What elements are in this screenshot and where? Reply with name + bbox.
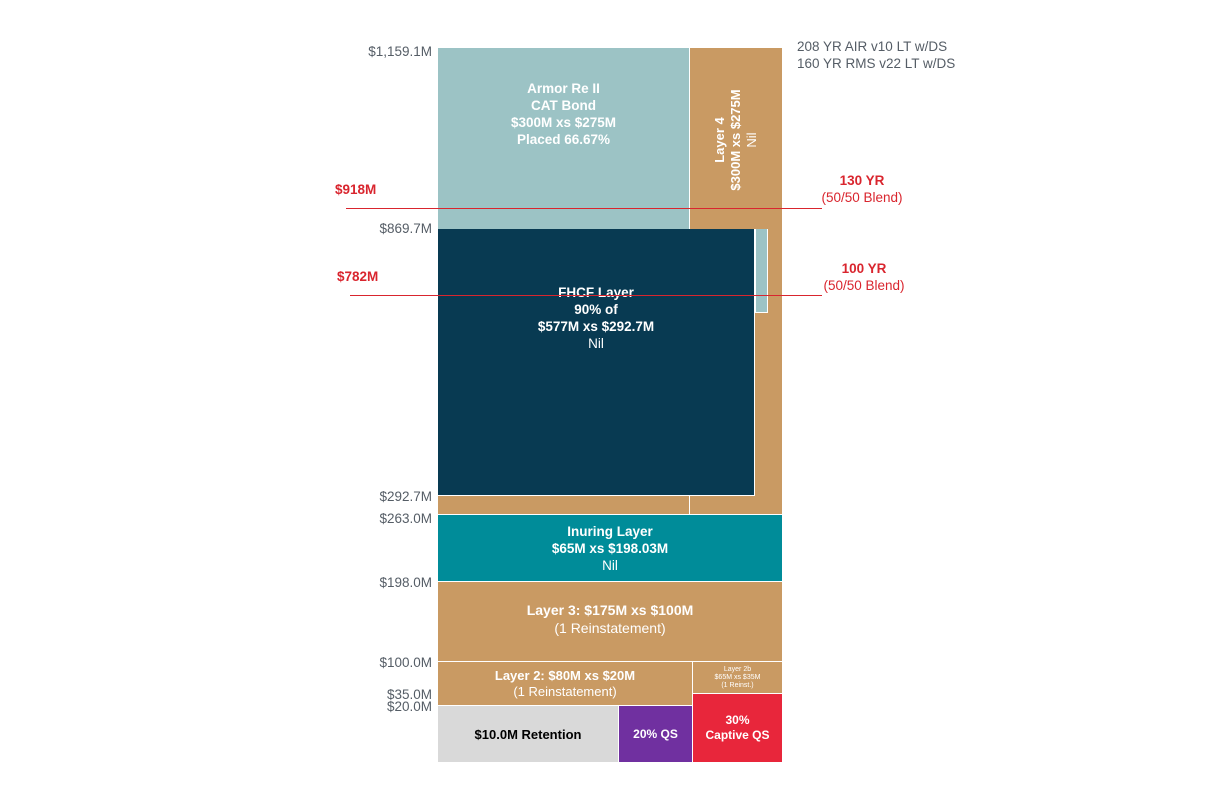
fhcf-layer-block: FHCF Layer 90% of $577M xs $292.7M Nil (438, 229, 755, 496)
armor-subtitle: CAT Bond (531, 97, 596, 113)
axis-label-top: $1,159.1M (368, 44, 432, 59)
marker-value-782: $782M (337, 269, 379, 284)
axis-label-869: $869.7M (379, 221, 432, 236)
armor-terms: $300M xs $275M (510, 114, 617, 130)
layer4-title: Layer 4 (712, 117, 727, 163)
axis-label-35: $35.0M (386, 687, 432, 702)
axis-label-20: $20.0M (386, 699, 432, 714)
qs20-label: 20% QS (633, 726, 678, 741)
armor-placed: Placed 66.67% (516, 131, 611, 147)
captive-label: Captive QS (705, 728, 770, 742)
layer4-label: Layer 4 $300M xs $275M Nil (712, 89, 760, 190)
fhcf-title: FHCF Layer (558, 285, 634, 300)
fhcf-status: Nil (588, 336, 604, 351)
layer2b-terms: $65M xs $35M (714, 673, 761, 681)
model-label-rms: 160 YR RMS v22 LT w/DS (797, 56, 956, 71)
marker-label-130: 130 YR (50/50 Blend) (802, 172, 922, 206)
return-period-line-130 (346, 208, 822, 209)
layer3-block: Layer 3: $175M xs $100M (1 Reinstatement… (438, 582, 782, 662)
inuring-layer-block: Inuring Layer $65M xs $198.03M Nil (438, 514, 782, 582)
axis-label-263: $263.0M (379, 511, 432, 526)
marker-blend-130: (50/50 Blend) (821, 190, 903, 205)
armor-title: Armor Re II (527, 80, 600, 96)
marker-blend-100: (50/50 Blend) (823, 278, 905, 293)
retention-label: $10.0M Retention (474, 726, 582, 742)
layer3-terms: Layer 3: $175M xs $100M (526, 601, 694, 618)
captive-share: 30% (725, 713, 750, 727)
layer2-block: Layer 2: $80M xs $20M (1 Reinstatement) (438, 662, 693, 705)
axis-label-198: $198.0M (379, 575, 432, 590)
layer2b-block: Layer 2b $65M xs $35M (1 Reinst.) (693, 662, 782, 694)
layer2b-reinstatement: (1 Reinst.) (721, 681, 754, 689)
qs20-block: 20% QS (619, 705, 692, 762)
captive-qs-block: 30% Captive QS (693, 694, 782, 762)
layer3-reinstatement: (1 Reinstatement) (554, 619, 666, 636)
marker-period-130: 130 YR (839, 173, 885, 188)
axis-label-100: $100.0M (379, 655, 432, 670)
inuring-terms: $65M xs $198.03M (551, 540, 669, 556)
fhcf-terms: $577M xs $292.7M (537, 319, 655, 334)
model-label-air: 208 YR AIR v10 LT w/DS (797, 39, 948, 54)
fhcf-side-strip (755, 229, 768, 313)
marker-value-918: $918M (335, 182, 377, 197)
layer2b-title: Layer 2b (723, 665, 752, 673)
marker-period-100: 100 YR (841, 261, 887, 276)
fhcf-share: 90% of (574, 302, 618, 317)
marker-label-100: 100 YR (50/50 Blend) (804, 260, 924, 294)
inuring-status: Nil (602, 557, 618, 573)
layer2-terms: Layer 2: $80M xs $20M (494, 667, 636, 683)
axis-label-292: $292.7M (379, 489, 432, 504)
return-period-line-100 (350, 295, 822, 296)
layer4-terms: $300M xs $275M (728, 89, 743, 191)
armor-cat-bond-block: Armor Re II CAT Bond $300M xs $275M Plac… (438, 48, 689, 229)
layer4-status: Nil (744, 132, 759, 148)
retention-block: $10.0M Retention (438, 705, 618, 762)
layer2-reinstatement: (1 Reinstatement) (513, 683, 617, 699)
inuring-title: Inuring Layer (567, 523, 653, 539)
